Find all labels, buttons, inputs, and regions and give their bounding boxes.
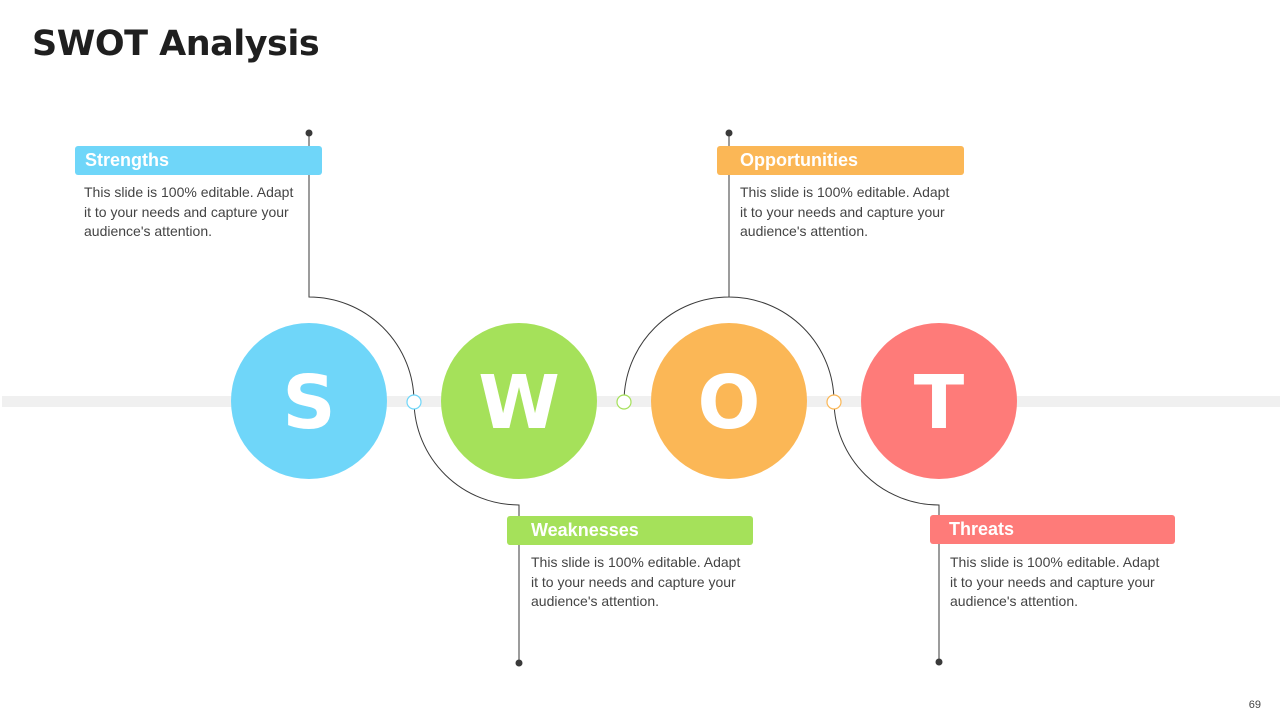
weaknesses-description: This slide is 100% editable. Adapt it to… (531, 554, 741, 609)
threats-connector (833, 401, 940, 662)
opportunities-letter: O (698, 360, 761, 446)
threats-label: Threats (930, 515, 1175, 544)
strengths-circle: S (231, 323, 387, 479)
threats-end-dot (935, 658, 943, 666)
page-title: SWOT Analysis (32, 24, 320, 64)
opportunities-connector (623, 133, 835, 403)
strengths-letter: S (282, 360, 335, 446)
junction-ring-w-o (616, 394, 632, 410)
junction-ring-o-t (826, 394, 842, 410)
opportunities-circle: O (651, 323, 807, 479)
strengths-label: Strengths (75, 146, 322, 175)
opportunities-description: This slide is 100% editable. Adapt it to… (740, 184, 950, 239)
threats-circle: T (861, 323, 1017, 479)
opportunities-label: Opportunities (717, 146, 964, 175)
weaknesses-letter: W (478, 360, 560, 446)
weaknesses-label: Weaknesses (507, 516, 753, 545)
junction-ring-s-w (406, 394, 422, 410)
page-number: 69 (1248, 699, 1261, 711)
threats-letter: T (914, 360, 965, 446)
weaknesses-end-dot (515, 659, 523, 667)
opportunities-end-dot (725, 129, 733, 137)
strengths-description: This slide is 100% editable. Adapt it to… (84, 184, 294, 239)
strengths-end-dot (305, 129, 313, 137)
strengths-connector (308, 133, 415, 403)
weaknesses-circle: W (441, 323, 597, 479)
threats-description: This slide is 100% editable. Adapt it to… (950, 554, 1160, 609)
weaknesses-connector (413, 401, 520, 663)
timeline-band (2, 396, 1280, 407)
